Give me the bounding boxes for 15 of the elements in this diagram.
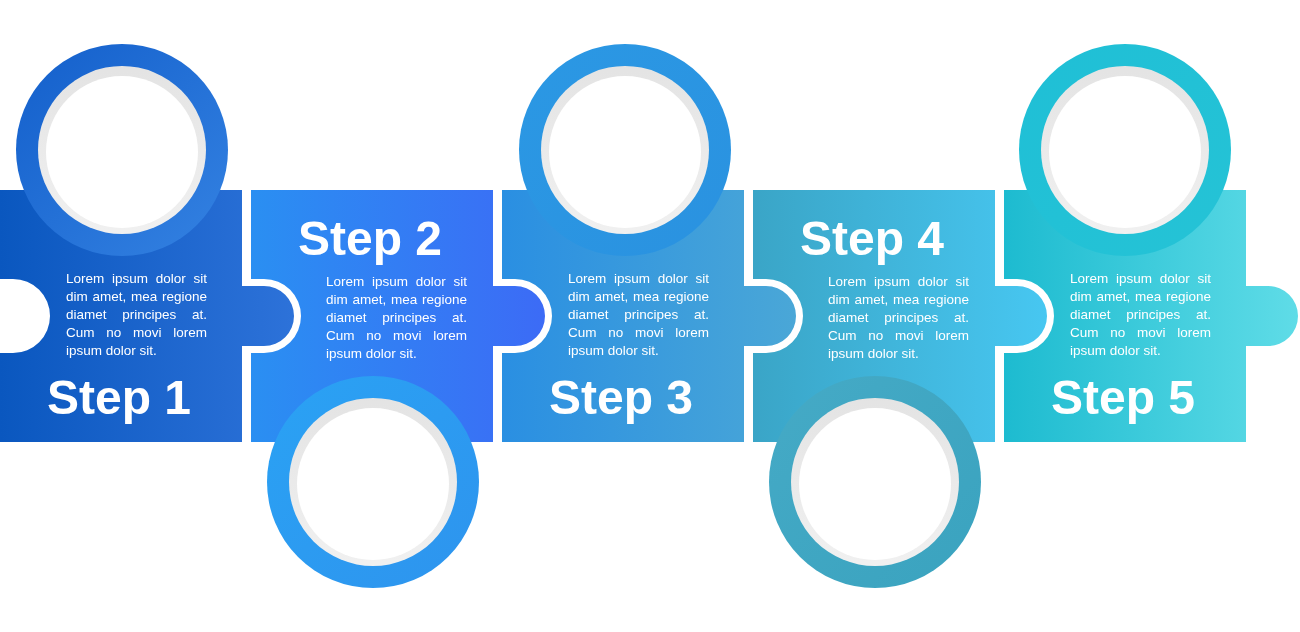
ring-circle: [267, 376, 479, 588]
step-description: Lorem ipsum dolor sit dim amet, mea regione diamet principes at. Cum no movi lorem ipsum dolor sit.: [66, 270, 207, 360]
step-description: Lorem ipsum dolor sit dim amet, mea regione diamet principes at. Cum no movi lorem ipsum dolor sit.: [828, 273, 969, 363]
step-description: Lorem ipsum dolor sit dim amet, mea regione diamet principes at. Cum no movi lorem ipsum dolor sit.: [1070, 270, 1211, 360]
step-heading: Step 2: [298, 215, 443, 263]
ring-circle: [519, 44, 731, 256]
step-description: Lorem ipsum dolor sit dim amet, mea regione diamet principes at. Cum no movi lorem ipsum dolor sit.: [326, 273, 467, 363]
ring-circle: [769, 376, 981, 588]
step-description: Lorem ipsum dolor sit dim amet, mea regione diamet principes at. Cum no movi lorem ipsum dolor sit.: [568, 270, 709, 360]
step-heading: Step 3: [549, 374, 694, 422]
ring-circle: [16, 44, 228, 256]
step-heading: Step 5: [1051, 374, 1196, 422]
ring-circle: [1019, 44, 1231, 256]
step-heading: Step 1: [47, 374, 192, 422]
step-heading: Step 4: [800, 215, 945, 263]
